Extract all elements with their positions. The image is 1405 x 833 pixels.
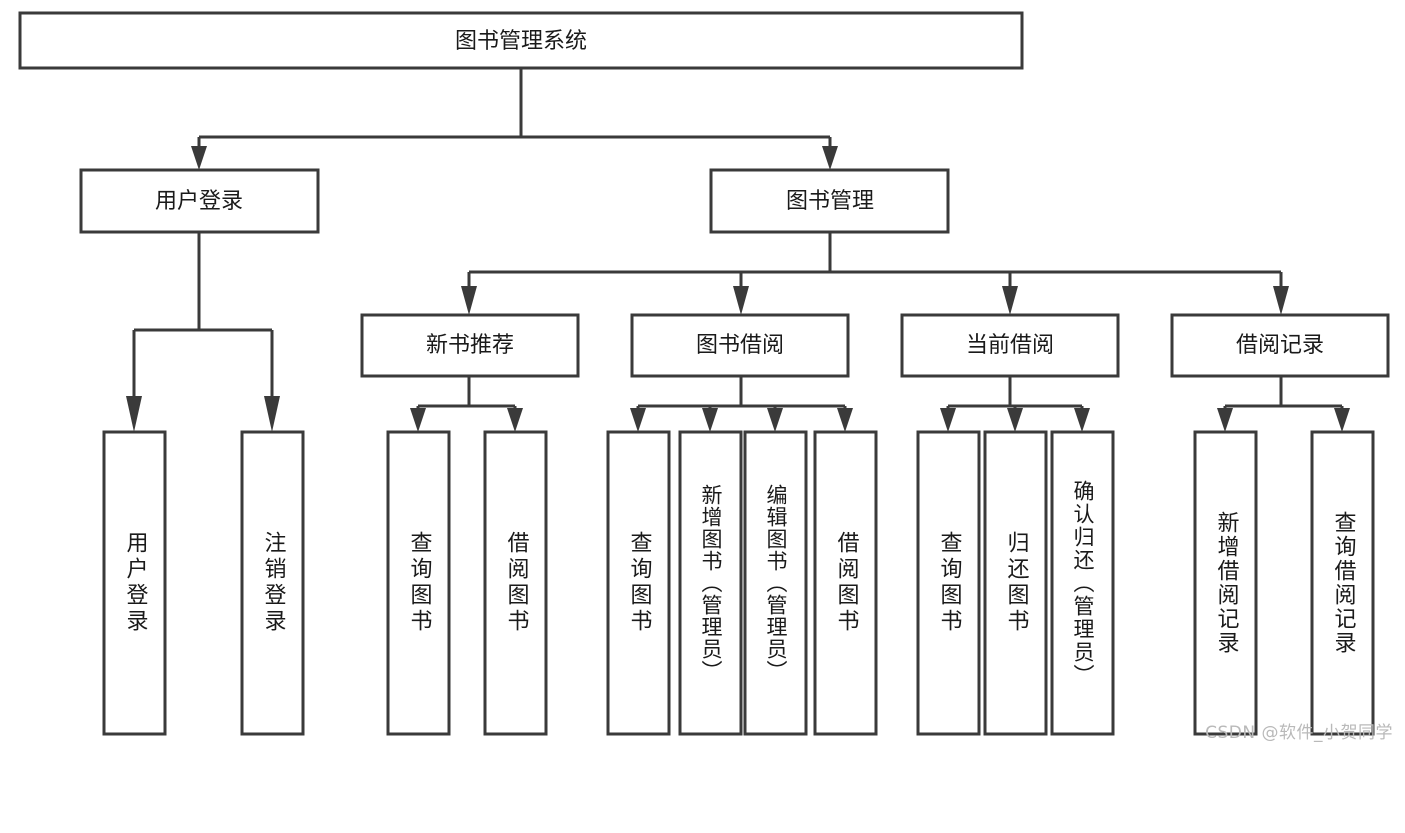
node-leaf-logout-box[interactable] [240, 430, 305, 736]
node-leaf-borrow-book-2-box[interactable] [813, 430, 878, 736]
arrowhead-current-borrow [1002, 286, 1018, 315]
arrowhead-leaf-return-book [1007, 408, 1023, 432]
arrowhead-leaf-borrow-book-1 [507, 408, 523, 432]
arrowhead-leaf-add-record [1217, 408, 1233, 432]
edges-layer [126, 68, 1350, 432]
node-current-borrow[interactable]: 当前借阅 [900, 313, 1120, 378]
arrowhead-leaf-edit-book [767, 408, 783, 432]
arrowhead-borrow-record [1273, 286, 1289, 315]
node-root[interactable]: 图书管理系统 [18, 11, 1024, 70]
node-leaf-add-book-box[interactable] [678, 430, 743, 736]
node-book-manage-label: 图书管理 [786, 189, 874, 214]
node-book-borrow[interactable]: 图书借阅 [630, 313, 850, 378]
node-leaf-query-book-3-box[interactable] [916, 430, 981, 736]
node-root-box[interactable] [18, 11, 1024, 70]
flowchart-svg: 图书管理系统 用户登录 图书管理 新书推荐 图书借阅 [18, 11, 1390, 736]
arrowhead-leaf-add-book [702, 408, 718, 432]
arrowhead-book-borrow [733, 286, 749, 315]
node-new-book-recommend-box[interactable] [360, 313, 580, 378]
node-user-login-label: 用户登录 [155, 189, 243, 214]
arrowhead-leaf-query-record [1334, 408, 1350, 432]
watermark-text: CSDN @软件_小贺同学 [1205, 723, 1393, 743]
arrowhead-leaf-confirm-return [1074, 408, 1090, 432]
node-borrow-record-box[interactable] [1170, 313, 1390, 378]
node-book-borrow-label: 图书借阅 [696, 333, 784, 358]
node-current-borrow-box[interactable] [900, 313, 1120, 378]
node-book-manage[interactable]: 图书管理 [709, 168, 950, 234]
node-borrow-record[interactable]: 借阅记录 [1170, 313, 1390, 378]
node-book-manage-box[interactable] [709, 168, 950, 234]
node-leaf-return-book-box[interactable] [983, 430, 1048, 736]
arrowhead-user-login [191, 146, 207, 170]
arrowhead-leaf-query-book-1 [410, 408, 426, 432]
node-current-borrow-label: 当前借阅 [966, 333, 1054, 358]
node-leaf-query-book-2-box[interactable] [606, 430, 671, 736]
node-root-label: 图书管理系统 [455, 29, 587, 54]
node-leaf-query-book-1-box[interactable] [386, 430, 451, 736]
node-leaf-add-record-box[interactable] [1193, 430, 1258, 736]
node-user-login[interactable]: 用户登录 [79, 168, 320, 234]
node-user-login-box[interactable] [79, 168, 320, 234]
arrowhead-leaf-query-book-2 [630, 408, 646, 432]
node-leaf-borrow-book-1-box[interactable] [483, 430, 548, 736]
nodes-layer: 图书管理系统 用户登录 图书管理 新书推荐 图书借阅 [18, 11, 1390, 736]
arrowhead-leaf-logout [264, 396, 280, 432]
node-new-book-recommend-label: 新书推荐 [426, 333, 514, 358]
node-book-borrow-box[interactable] [630, 313, 850, 378]
node-leaf-edit-book-box[interactable] [743, 430, 808, 736]
diagram-canvas: 图书管理系统 用户登录 图书管理 新书推荐 图书借阅 [18, 11, 1393, 743]
arrowhead-leaf-borrow-book-2 [837, 408, 853, 432]
node-borrow-record-label: 借阅记录 [1236, 333, 1324, 358]
arrowhead-leaf-user-login [126, 396, 142, 432]
arrowhead-leaf-query-book-3 [940, 408, 956, 432]
arrowhead-new-book-recommend [461, 286, 477, 315]
node-new-book-recommend[interactable]: 新书推荐 [360, 313, 580, 378]
arrowhead-book-manage [822, 146, 838, 170]
node-leaf-confirm-return-box[interactable] [1050, 430, 1115, 736]
node-leaf-query-record-box[interactable] [1310, 430, 1375, 736]
node-leaf-user-login-box[interactable] [102, 430, 167, 736]
